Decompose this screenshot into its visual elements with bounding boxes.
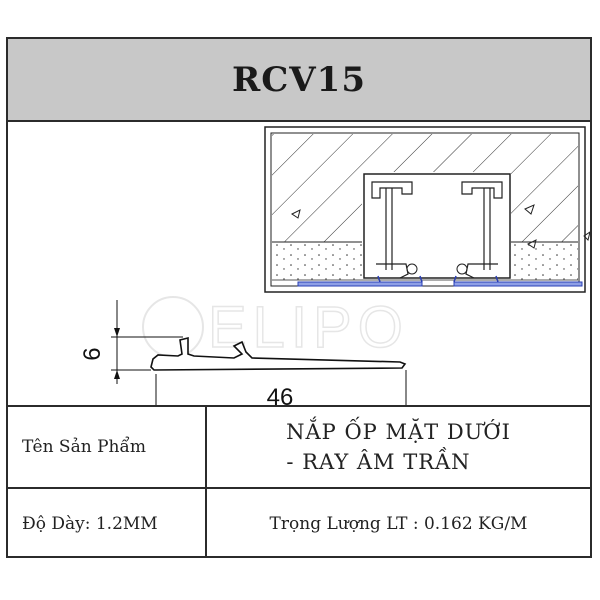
product-name-line2: - RAY ÂM TRẦN (286, 450, 471, 474)
cover-profile (150, 336, 407, 371)
weight-label: Trọng Lượng LT : 0.162 KG/M (269, 513, 528, 534)
height-value: 6 (79, 347, 106, 360)
installation-detail (264, 126, 590, 293)
product-card: RCV15 ELIPO (6, 37, 592, 558)
product-name-row: Tên Sản Phẩm NẮP ỐP MẶT DƯỚI - RAY ÂM TR… (8, 405, 590, 489)
product-label: Tên Sản Phẩm (8, 407, 207, 487)
product-name: NẮP ỐP MẶT DƯỚI - RAY ÂM TRẦN (207, 407, 590, 487)
thickness-label: Độ Dày: 1.2MM (8, 489, 207, 558)
width-dimension: 46 (155, 370, 407, 407)
product-code: RCV15 (231, 59, 366, 100)
thickness-weight-row: Độ Dày: 1.2MM Trọng Lượng LT : 0.162 KG/… (8, 489, 590, 558)
height-dimension: 6 (79, 300, 183, 384)
product-name-line1: NẮP ỐP MẶT DƯỚI (286, 420, 511, 444)
spec-table: Tên Sản Phẩm NẮP ỐP MẶT DƯỚI - RAY ÂM TR… (8, 405, 590, 558)
technical-drawing: ELIPO (79, 126, 590, 407)
width-value: 46 (267, 384, 294, 407)
weight-cell: Trọng Lượng LT : 0.162 KG/M (207, 489, 590, 558)
header-bar: RCV15 (8, 39, 590, 122)
